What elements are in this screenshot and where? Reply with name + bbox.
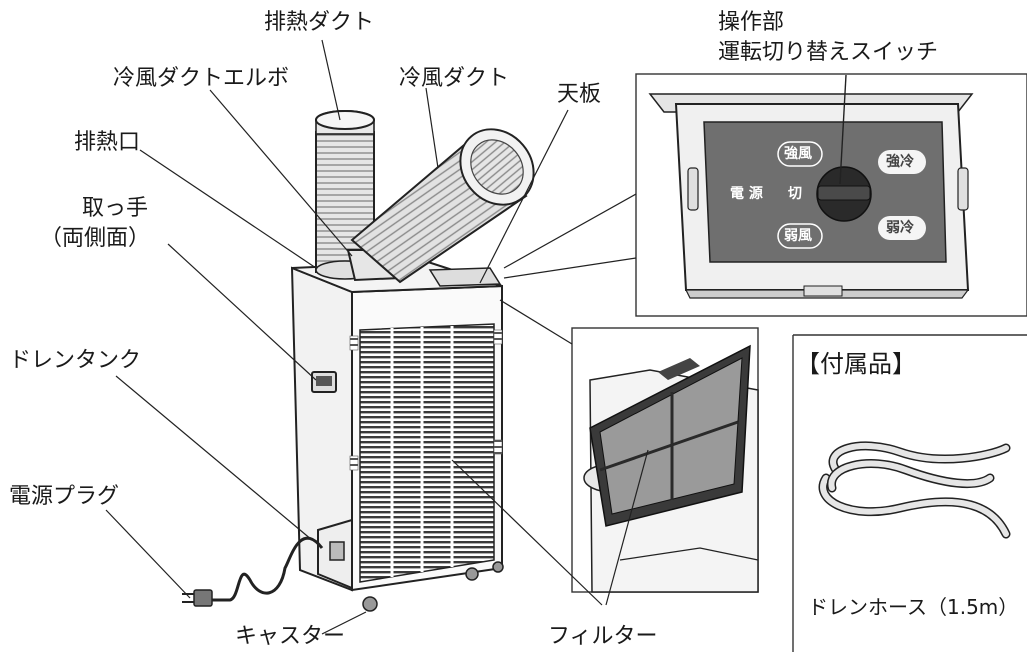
label-filter: フィルター <box>548 624 658 649</box>
label-handle: 取っ手 <box>82 196 149 221</box>
drain-hose-illustration <box>818 441 1011 539</box>
label-exhaust-port: 排熱口 <box>74 130 141 155</box>
label-power-plug: 電源プラグ <box>9 484 120 509</box>
accessories-box <box>792 334 1027 652</box>
label-mode-switch: 運転切り替えスイッチ <box>718 40 939 65</box>
label-drain-tank: ドレンタンク <box>9 348 142 373</box>
accessories-header: 【付属品】 <box>796 350 916 378</box>
label-handle-sub: （両側面） <box>40 226 151 251</box>
label-top-plate: 天板 <box>557 82 602 107</box>
panel-weak-fan: 弱風 <box>784 228 812 244</box>
label-drain-hose: ドレンホース（1.5m） <box>808 595 1019 619</box>
label-control-panel: 操作部 <box>718 10 785 35</box>
panel-weak-cool: 弱冷 <box>886 220 914 236</box>
label-cold-duct: 冷風ダクト <box>399 66 510 91</box>
panel-strong-cool: 強冷 <box>886 154 914 170</box>
panel-power-label: 電 源 <box>730 186 763 202</box>
control-panel-inset <box>635 73 1027 317</box>
filter-inset <box>571 327 759 593</box>
label-exhaust-duct: 排熱ダクト <box>264 10 375 35</box>
main-unit <box>290 260 504 612</box>
power-cord <box>182 536 324 607</box>
leader-lines <box>105 39 649 635</box>
label-cold-duct-elbow: 冷風ダクトエルボ <box>113 66 290 91</box>
panel-strong-fan: 強風 <box>784 146 812 162</box>
panel-off-label: 切 <box>788 186 802 202</box>
label-caster: キャスター <box>235 624 346 649</box>
cold-duct <box>346 128 535 284</box>
